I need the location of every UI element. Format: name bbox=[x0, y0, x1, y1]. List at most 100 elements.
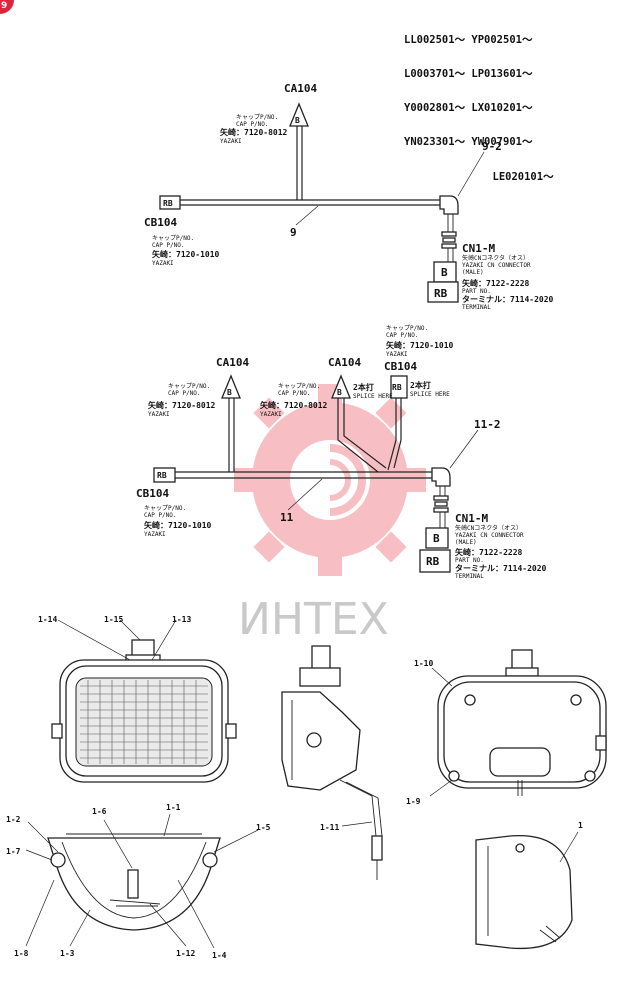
harness-9-main-wire bbox=[180, 199, 444, 206]
harness-11: B B RB RB B RB bbox=[153, 374, 479, 573]
cb104-left-cap-en: CAP P/NO. bbox=[144, 512, 177, 519]
cn1-label: CN1-M bbox=[462, 242, 495, 255]
lamp-assembly-cable bbox=[539, 925, 561, 943]
cb104-part-number: 矢崎：7120-1010 bbox=[152, 249, 220, 259]
lamp-front-view bbox=[51, 619, 237, 783]
cb104-top-label: CB104 bbox=[384, 360, 417, 373]
cb104-top-rb-letters: RB bbox=[392, 383, 402, 392]
cn1-rb-letters: RB bbox=[426, 555, 440, 568]
ca104-cap-triangle bbox=[289, 102, 309, 127]
lamp-rear-bracket bbox=[505, 667, 539, 677]
cb104-rb-letters: RB bbox=[163, 199, 173, 208]
ca104-left-cap-jp: キャップP/NO. bbox=[168, 383, 210, 390]
callout-9-2: 9-2 bbox=[482, 140, 502, 153]
lamp-side-bolt bbox=[225, 723, 237, 739]
grommet bbox=[433, 507, 449, 513]
ca104-maker: YAZAKI bbox=[220, 138, 242, 145]
cn1-b-letter: B bbox=[441, 266, 448, 279]
cn1-b-plug bbox=[425, 527, 449, 549]
top-part-number: 矢崎：7120-1010 bbox=[386, 340, 454, 350]
callout-1-15: 1-15 bbox=[104, 615, 123, 624]
cb104-left-maker: YAZAKI bbox=[144, 531, 166, 538]
lamp-side-plug bbox=[371, 835, 383, 861]
cn1-partno-en: PART NO. bbox=[462, 288, 491, 295]
watermark-gear-logo bbox=[234, 384, 426, 576]
ca104-cap-en: CAP P/NO. bbox=[236, 121, 269, 128]
ca104-left-cap-en: CAP P/NO. bbox=[168, 390, 201, 397]
ca104-left-cap-letter: B bbox=[227, 388, 232, 397]
cn1-part-number: 矢崎：7122-2228 bbox=[462, 278, 530, 288]
lamp-pivot-bolt bbox=[306, 732, 322, 748]
ca104-left-label: CA104 bbox=[216, 356, 249, 369]
lamp-side-bolt-top bbox=[311, 645, 331, 671]
ca104-part-number: 矢崎：7120-8012 bbox=[220, 127, 288, 137]
cn1-desc-jp: 矢崎CNコネクタ（オス） bbox=[462, 254, 529, 262]
cb104-left-cap-jp: キャップP/NO. bbox=[144, 505, 186, 512]
callout-9: 9 bbox=[290, 226, 297, 239]
lamp-lens bbox=[75, 677, 213, 767]
lamp-side-bolt bbox=[51, 723, 63, 739]
elbow-9-2-wire bbox=[447, 214, 454, 232]
lamp-assembly-screw bbox=[515, 843, 525, 853]
grommet bbox=[433, 495, 449, 501]
lamp-side-cable bbox=[339, 779, 383, 837]
lamp-bulb bbox=[127, 869, 139, 899]
lamp-side-view bbox=[281, 645, 383, 880]
harness-11-branch-left bbox=[228, 398, 235, 472]
grommet bbox=[441, 243, 457, 249]
harness-11-main-wire bbox=[175, 471, 436, 479]
lamp-rear-side-bolt bbox=[595, 735, 607, 751]
callout-1-9: 1-9 bbox=[406, 797, 421, 806]
serial-line: LL002501～ YP002501～ bbox=[404, 33, 533, 46]
lamp-rear-leaders bbox=[429, 667, 453, 797]
grommet bbox=[441, 231, 457, 237]
callout-1-14: 1-14 bbox=[38, 615, 57, 624]
cb104-left-rb-plug bbox=[153, 467, 176, 483]
ca104-left-part-number: 矢崎：7120-8012 bbox=[148, 400, 216, 410]
cn1-label: CN1-M bbox=[455, 512, 488, 525]
callout-1-10: 1-10 bbox=[414, 659, 433, 668]
lamp-rear-screw bbox=[570, 694, 582, 706]
cn1-rb-plug bbox=[419, 549, 451, 573]
cn1-rb-plug bbox=[427, 281, 459, 303]
cb104-left-rb-letters: RB bbox=[157, 471, 167, 480]
ca104-mid-cap-jp: キャップP/NO. bbox=[278, 383, 320, 390]
cn1-partno-en: PART NO. bbox=[455, 557, 484, 564]
cb104-maker: YAZAKI bbox=[152, 260, 174, 267]
callout-11-2: 11-2 bbox=[474, 418, 501, 431]
leader-9-2 bbox=[457, 151, 485, 197]
ca104-cap-letter: B bbox=[295, 116, 300, 125]
leader-11-2 bbox=[449, 429, 479, 469]
lamp-bulb-clip bbox=[109, 899, 161, 907]
cb104-label: CB104 bbox=[144, 216, 177, 229]
cn1-desc-en: YAZAKI CN CONNECTOR bbox=[462, 262, 531, 269]
ca104-mid-part-number: 矢崎：7120-8012 bbox=[260, 400, 328, 410]
elbow-9-2 bbox=[439, 195, 459, 215]
leader-11 bbox=[287, 478, 323, 511]
lamp-reflector bbox=[61, 841, 207, 919]
harness-9: B RB B RB bbox=[159, 102, 485, 303]
grommet bbox=[434, 501, 448, 507]
ca104-mid-maker: YAZAKI bbox=[260, 411, 282, 418]
callout-1-4: 1-4 bbox=[212, 951, 227, 960]
ca104-left-maker: YAZAKI bbox=[148, 411, 170, 418]
callout-1-6: 1-6 bbox=[92, 807, 107, 816]
cb104-top-rb-plug bbox=[390, 375, 408, 399]
serial-line: Y0002801～ LX010201～ bbox=[404, 102, 533, 115]
serial-line: YN023301～ YW007901～ bbox=[404, 136, 533, 149]
splice-label-en-right: SPLICE HERE bbox=[410, 391, 450, 398]
lamp-rear-screw bbox=[584, 770, 596, 782]
callout-1-13: 1-13 bbox=[172, 615, 191, 624]
splice-label-en: SPLICE HERE bbox=[353, 393, 393, 400]
lamp-section-bolt-right bbox=[202, 852, 218, 868]
cn1-terminal: ターミナル：7114-2020 bbox=[455, 563, 547, 573]
lamp-rear-cover bbox=[489, 747, 551, 777]
cn1-desc-en: YAZAKI CN CONNECTOR bbox=[455, 532, 524, 539]
ca104-mid-cap-en: CAP P/NO. bbox=[278, 390, 311, 397]
cn1-terminal: ターミナル：7114-2020 bbox=[462, 294, 554, 304]
ca104-mid-cap-triangle bbox=[331, 374, 351, 399]
callout-1-2: 1-2 bbox=[6, 815, 21, 824]
cn1-desc-male: (MALE) bbox=[455, 539, 477, 546]
cn1-wire bbox=[447, 248, 454, 262]
